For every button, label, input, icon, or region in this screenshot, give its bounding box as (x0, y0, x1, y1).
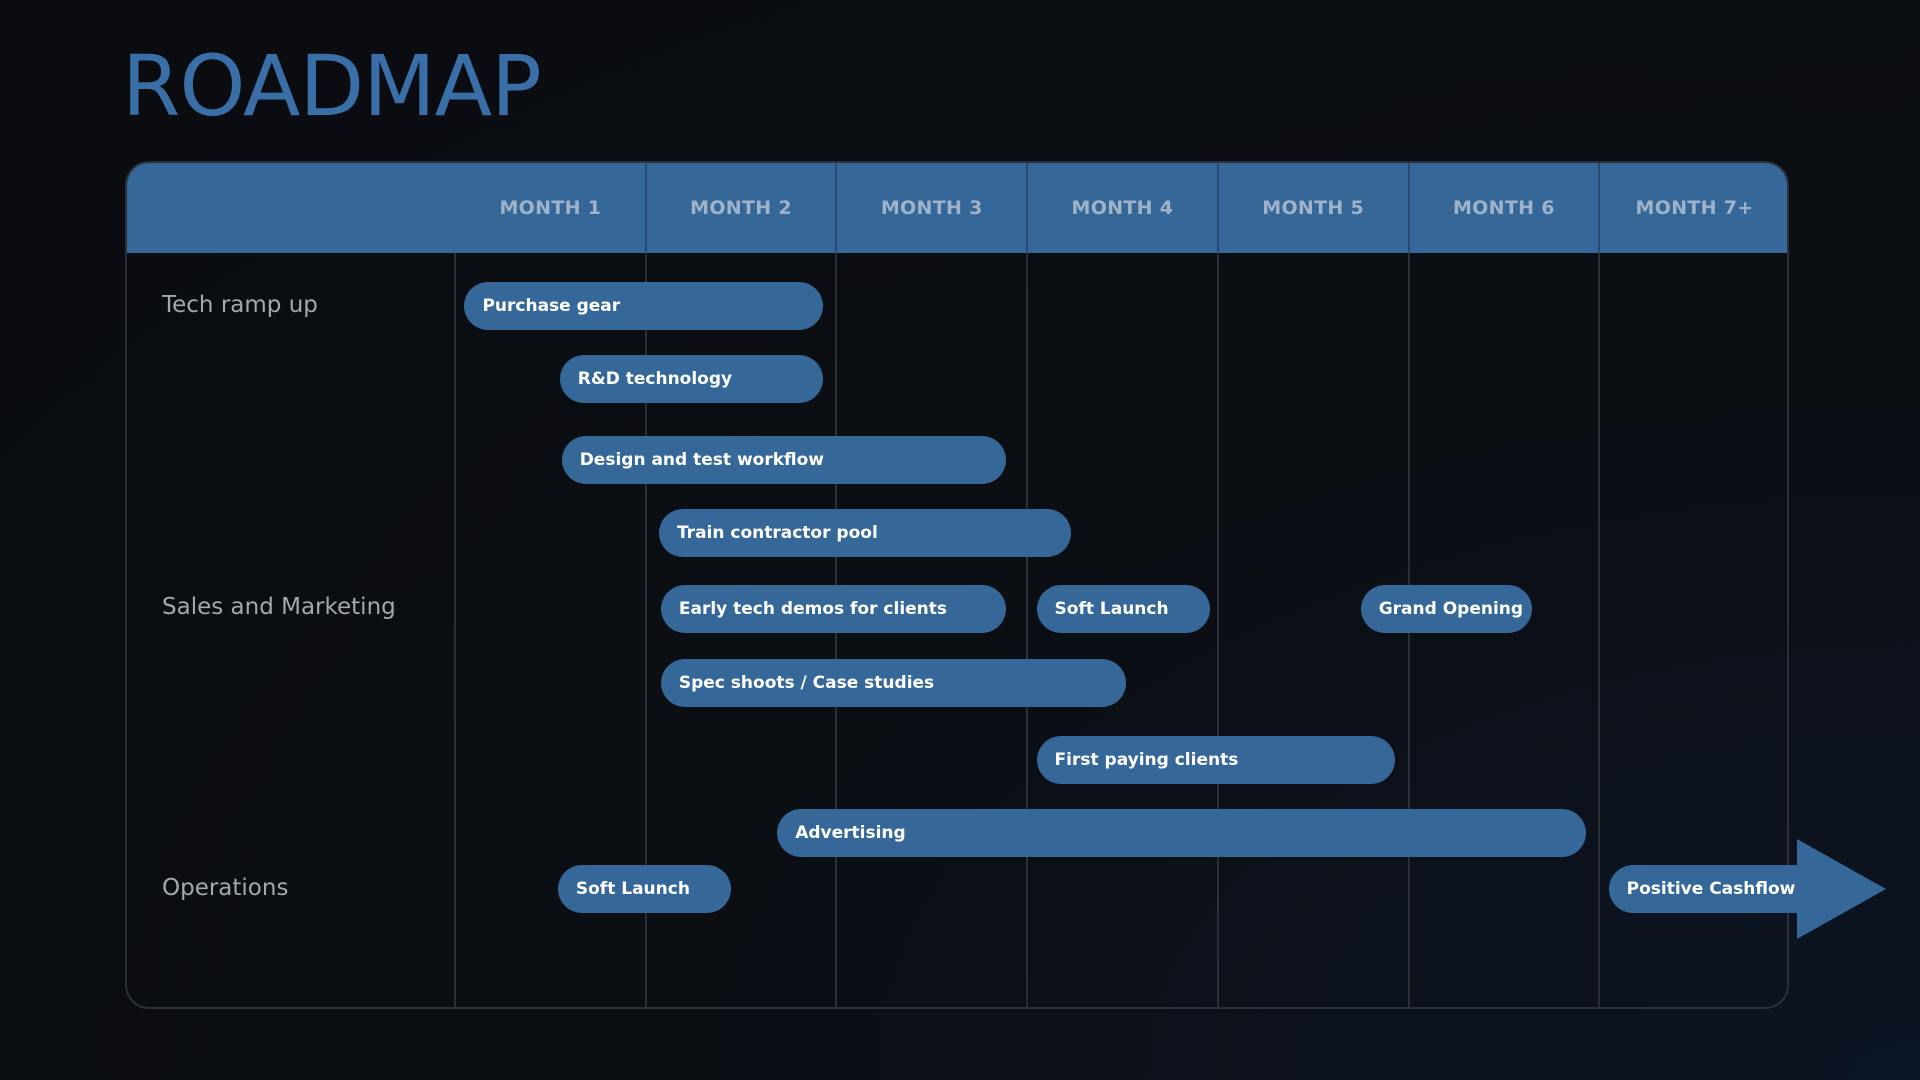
grid-line (644, 253, 647, 1007)
row-label-3: Operations (162, 875, 289, 901)
roadmap-board: MONTH 1 MONTH 2 MONTH 3 MONTH 4 MONTH 5 MONTH… (125, 161, 1789, 1009)
month-header-band (127, 163, 1787, 253)
header-divider (1216, 163, 1219, 253)
header-divider (1407, 163, 1410, 253)
task-bar: Advertising (777, 809, 1586, 857)
header-divider (1026, 163, 1029, 253)
grid-line (454, 253, 456, 1007)
arrow-head-icon (1796, 839, 1886, 939)
grid-line (1216, 253, 1219, 1007)
header-divider (835, 163, 838, 253)
task-bar: Soft Launch (557, 865, 732, 913)
page-title: ROADMAP (122, 37, 542, 135)
month-header-2: MONTH 2 (690, 197, 792, 219)
task-bar: Spec shoots / Case studies (660, 659, 1127, 707)
task-bar: Grand Opening (1360, 585, 1533, 633)
month-header-4: MONTH 4 (1071, 197, 1174, 219)
positive-cashflow-bar: Positive Cashflow (1608, 865, 1807, 913)
row-label-1: Tech ramp up (162, 292, 318, 318)
header-divider (644, 163, 647, 253)
task-bar: Design and test workflow (561, 436, 1007, 484)
month-header-6: MONTH 6 (1452, 197, 1555, 219)
grid-line (1026, 253, 1029, 1007)
header-divider (1598, 163, 1601, 253)
task-bar: First paying clients (1036, 736, 1396, 784)
task-bar: R&D technology (559, 355, 823, 403)
task-bar: Soft Launch (1036, 585, 1211, 633)
month-header-3: MONTH 3 (880, 197, 983, 219)
row-label-2: Sales and Marketing (162, 594, 396, 620)
month-header-7: MONTH 7+ (1635, 197, 1754, 219)
task-bar: Train contractor pool (658, 509, 1071, 557)
grid-line (1598, 253, 1601, 1007)
task-bar: Early tech demos for clients (660, 585, 1007, 633)
month-header-5: MONTH 5 (1262, 197, 1365, 219)
task-bar: Purchase gear (464, 282, 823, 330)
month-header-1: MONTH 1 (499, 197, 602, 219)
